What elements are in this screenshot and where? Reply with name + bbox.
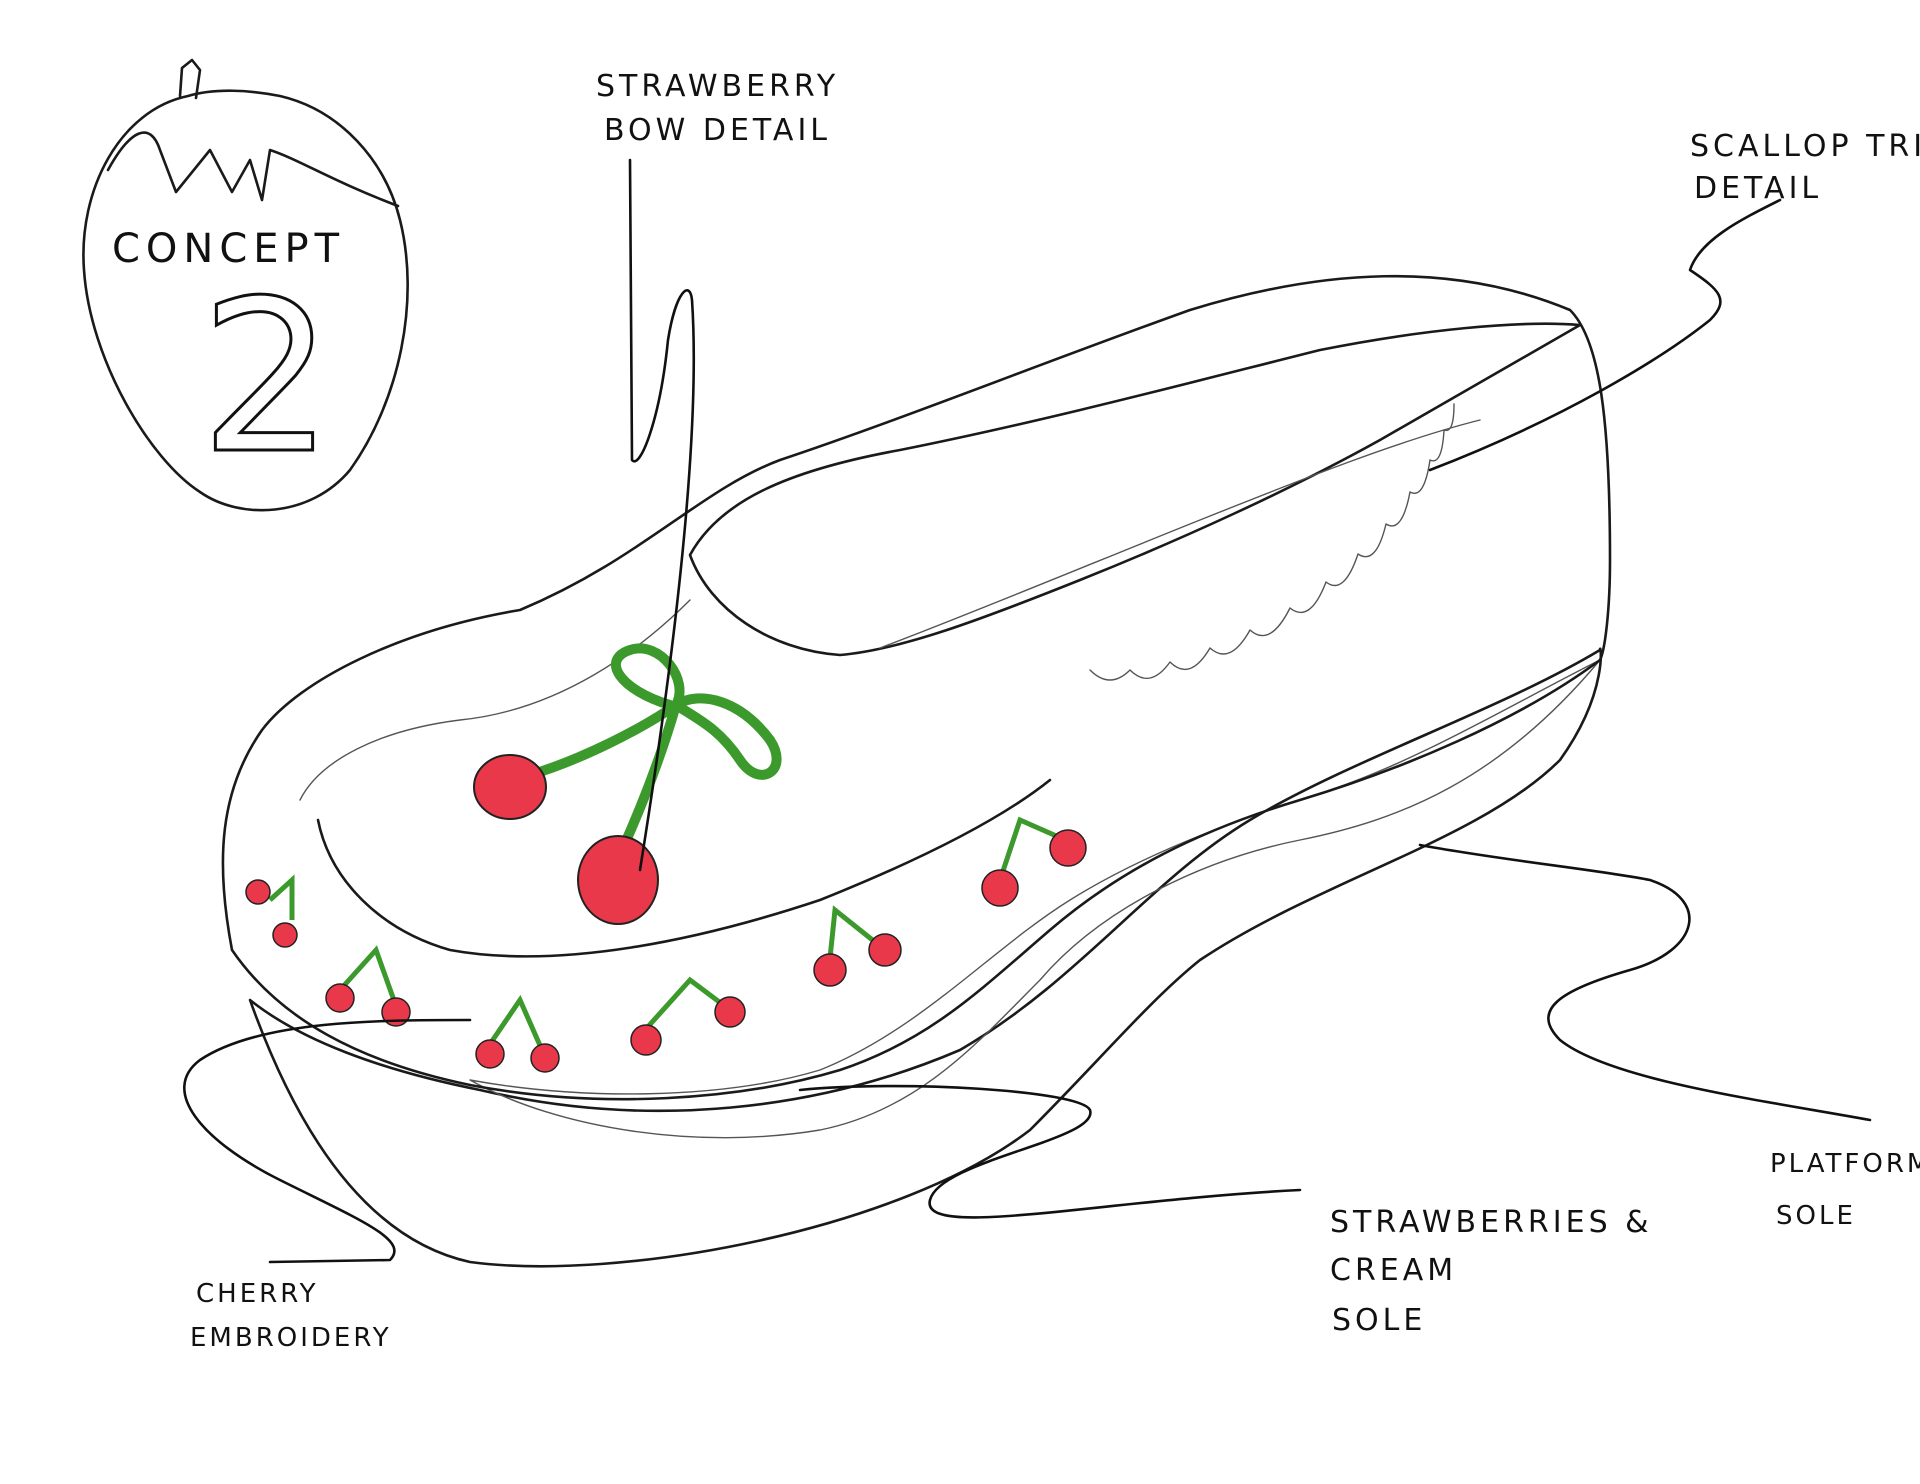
label-cherry-line2: EMBROIDERY (190, 1323, 392, 1353)
cherry-leader-line (183, 1018, 472, 1264)
concept-number: 2 (200, 255, 334, 500)
cherry-icon (630, 976, 746, 1056)
scallop-leader-line (1428, 198, 1782, 472)
cherry-icon (475, 994, 560, 1073)
label-sc-sole-line3: SOLE (1332, 1303, 1426, 1338)
strawberry-bow (473, 643, 782, 925)
bow-stem-right (617, 700, 681, 855)
label-sc-sole-line2: CREAM (1330, 1253, 1457, 1288)
strawberry-stem-icon (178, 58, 202, 100)
scallop-trim-edge (1089, 403, 1455, 681)
platform-leader-line (1418, 843, 1872, 1122)
shoe-upper (221, 274, 1612, 1101)
cherry-icon (245, 874, 298, 948)
bow-loops (611, 643, 782, 780)
strawberry-leaves-icon (106, 131, 400, 208)
cherry-icon (813, 905, 902, 987)
concept-badge: CONCEPT 2 (82, 58, 409, 512)
strawberries-cream-layer (469, 659, 1601, 1139)
concept-title: CONCEPT (112, 226, 345, 272)
toe-cap-outline (316, 778, 1052, 958)
label-sc-sole-line1: STRAWBERRIES & (1330, 1205, 1653, 1240)
label-platform-line2: SOLE (1776, 1201, 1856, 1231)
strawberry-charm (577, 835, 659, 925)
label-scallop-line2: DETAIL (1694, 171, 1822, 206)
cherry-embroidery (245, 816, 1087, 1073)
leader-lines (183, 158, 1872, 1264)
strawberry-charm (473, 754, 547, 820)
label-strawberry-bow-line1: STRAWBERRY (596, 69, 839, 104)
sole-leader-line (798, 1084, 1302, 1219)
label-cherry-line1: CHERRY (196, 1279, 318, 1309)
cherry-icon (981, 816, 1087, 907)
bow-leader-line (628, 158, 696, 872)
shoe-inner-line (879, 419, 1481, 649)
strawberry-outline-icon (82, 89, 409, 512)
label-scallop-line1: SCALLOP TRIM (1690, 129, 1920, 164)
label-platform-line1: PLATFORM (1770, 1149, 1920, 1179)
platform-sole (248, 647, 1603, 1268)
annotation-labels: STRAWBERRY BOW DETAIL SCALLOP TRIM DETAI… (190, 69, 1920, 1353)
cherry-icon (325, 945, 411, 1027)
label-strawberry-bow-line2: BOW DETAIL (604, 113, 831, 148)
scallop-trim (1089, 403, 1455, 681)
shoe-illustration (221, 274, 1612, 1268)
shoe-opening (688, 322, 1582, 657)
